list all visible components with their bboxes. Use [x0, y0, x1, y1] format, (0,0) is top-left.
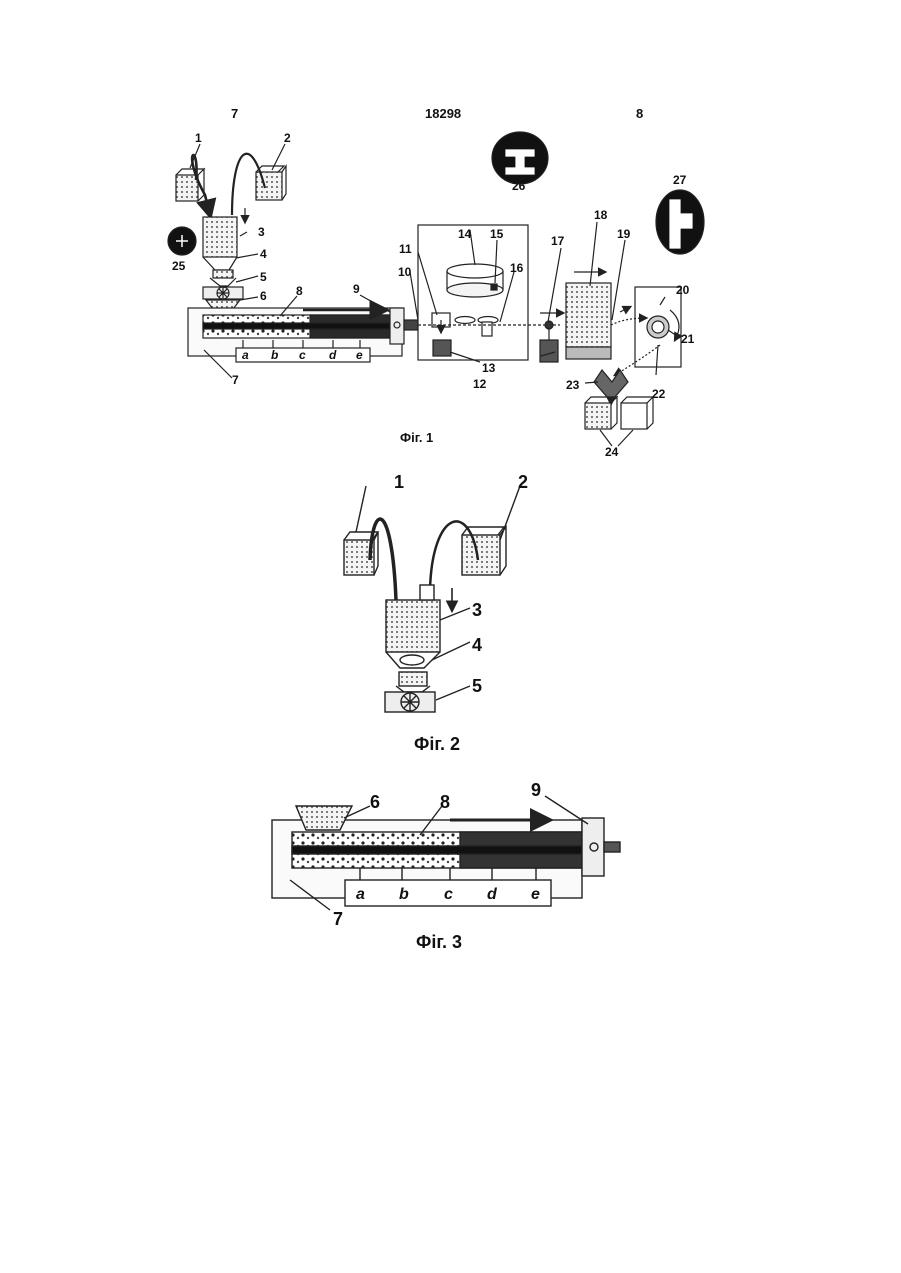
fig2-label: 5 [472, 676, 482, 696]
fig1-diagram [168, 132, 704, 446]
fig1-label: 24 [605, 445, 619, 459]
fig1-zone: c [299, 348, 306, 362]
fig1-label: 19 [617, 227, 631, 241]
fig1-label: 2 [284, 131, 291, 145]
fig3-label: 9 [531, 780, 541, 800]
fig1-label: 18 [594, 208, 608, 222]
fig1-label: 10 [398, 265, 412, 279]
fig1-label: 1 [195, 131, 202, 145]
fig1-label: 17 [551, 234, 565, 248]
fig3-zone: c [444, 886, 453, 903]
fig1-label: 11 [399, 242, 412, 256]
fig1-label: 12 [473, 377, 487, 391]
fig2-diagram [344, 486, 520, 712]
container-2 [462, 527, 506, 575]
fig1-caption: Фіг. 1 [400, 430, 433, 445]
fig2-label: 3 [472, 600, 482, 620]
fig3-zone: a [356, 886, 365, 903]
fig1-label: 5 [260, 270, 267, 284]
fig2-caption: Фіг. 2 [414, 734, 460, 755]
fig1-zone: d [329, 348, 337, 362]
fig3-label: 6 [370, 792, 380, 812]
fig1-label: 7 [232, 373, 239, 387]
fig2-label: 2 [518, 472, 528, 492]
fig1-label: 15 [490, 227, 504, 241]
fig2-label: 1 [394, 472, 404, 492]
fig3-zone: e [531, 886, 540, 903]
fig1-label: 9 [353, 282, 360, 296]
fig3-zone: d [487, 886, 498, 903]
fig1-zone: b [271, 348, 278, 362]
fig1-label: 22 [652, 387, 666, 401]
fig1-label: 21 [681, 332, 695, 346]
fig1-label: 13 [482, 361, 496, 375]
fig3-label: 7 [333, 909, 343, 929]
fig1-label: 26 [512, 179, 526, 193]
fig1-label: 23 [566, 378, 580, 392]
fig1-zone: e [356, 348, 363, 362]
fig3-caption: Фіг. 3 [416, 932, 462, 953]
fig1-label: 14 [458, 227, 472, 241]
fig1-label: 25 [172, 259, 186, 273]
fig3-zone: b [399, 886, 409, 903]
fig1-label: 6 [260, 289, 267, 303]
fig1-zone: a [242, 348, 249, 362]
fig1-label: 4 [260, 247, 267, 261]
fig1-label: 20 [676, 283, 690, 297]
fig1-label: 16 [510, 261, 524, 275]
fig1-label: 3 [258, 225, 265, 239]
fig1-label: 8 [296, 284, 303, 298]
fig2-label: 4 [472, 635, 482, 655]
fig1-label: 27 [673, 173, 687, 187]
fig3-label: 8 [440, 792, 450, 812]
